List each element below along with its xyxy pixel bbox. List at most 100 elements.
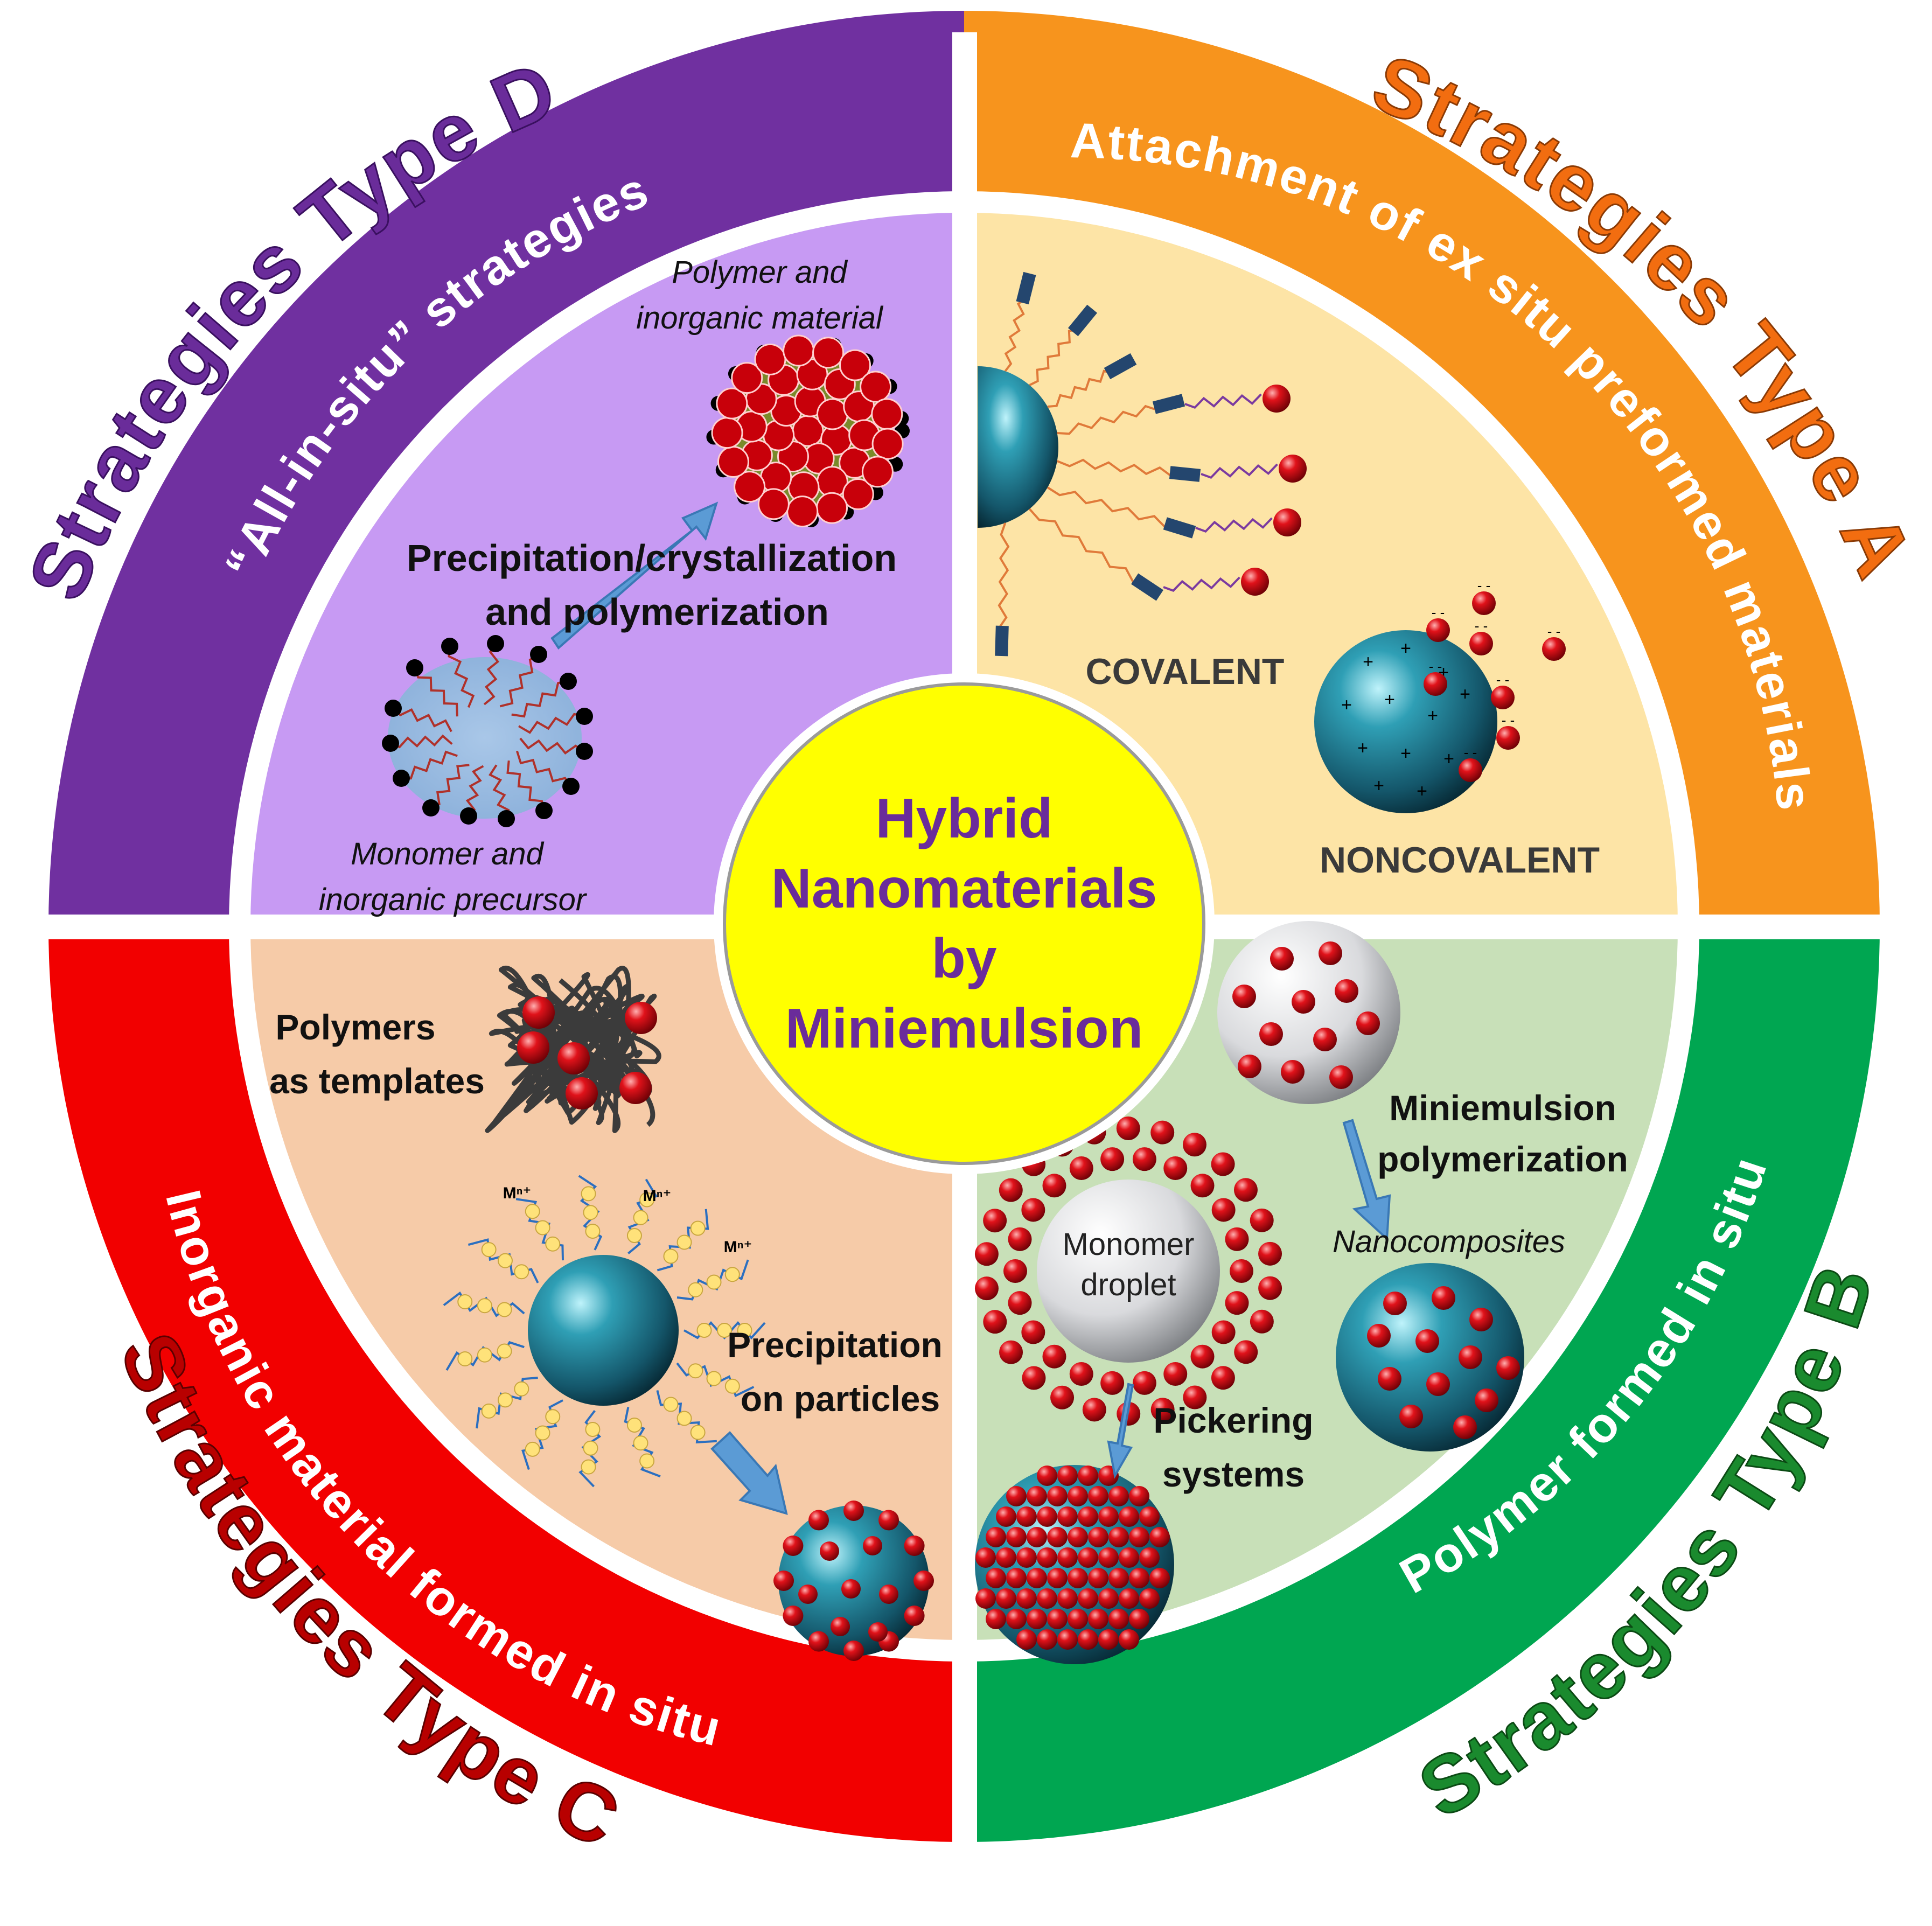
surfactant-head <box>460 807 477 825</box>
sphere <box>1027 1527 1047 1547</box>
svg-text:- -: - - <box>1547 623 1561 639</box>
sphere <box>1057 1588 1078 1609</box>
red-nanoparticle <box>839 349 871 381</box>
sphere <box>1057 1466 1078 1486</box>
red-nanoparticle <box>815 492 848 524</box>
templates-label-1: Polymers <box>275 1007 435 1047</box>
sphere <box>1078 1588 1098 1609</box>
sphere <box>1078 1466 1098 1486</box>
sphere <box>1313 1028 1337 1051</box>
sphere <box>831 1617 850 1636</box>
monomer-droplet-label-2: droplet <box>1080 1267 1176 1302</box>
sphere <box>975 1588 996 1609</box>
sphere <box>1006 1486 1027 1506</box>
sphere <box>1108 1568 1129 1588</box>
sphere <box>879 1585 898 1604</box>
center-circle <box>723 682 1205 1165</box>
sphere <box>1119 1588 1139 1609</box>
sphere <box>1232 985 1256 1008</box>
sphere <box>868 1622 888 1642</box>
polymerization-arrow <box>1342 1119 1391 1241</box>
pickering-particle <box>975 1465 1174 1664</box>
ring-type-b <box>964 926 1880 1842</box>
sphere <box>1273 508 1301 536</box>
red-nanoparticle <box>754 343 786 375</box>
monomer-with-nanoparticles <box>1217 921 1400 1104</box>
sphere <box>1211 1152 1235 1176</box>
positive-charge: + <box>1400 743 1411 764</box>
sphere <box>1016 1588 1037 1609</box>
droplet <box>388 657 582 819</box>
sphere <box>1068 1609 1088 1629</box>
sphere <box>1129 1486 1149 1506</box>
svg-text:- -: - - <box>1477 577 1491 594</box>
monomer-droplet-label-1: Monomer <box>1063 1227 1195 1262</box>
sphere <box>1378 1367 1401 1391</box>
polymer-template-coil <box>485 966 661 1133</box>
sphere <box>986 1527 1006 1547</box>
sphere <box>1088 1527 1108 1547</box>
sphere <box>999 1340 1023 1364</box>
hybrid-particle <box>706 334 910 528</box>
sphere <box>1100 1371 1125 1395</box>
sphere <box>913 1571 934 1591</box>
sphere <box>1088 1609 1108 1629</box>
sphere <box>1238 1055 1261 1078</box>
red-nanoparticle <box>731 362 763 394</box>
surfactant-head <box>560 673 577 690</box>
positive-charge: + <box>1373 776 1384 796</box>
sphere <box>1469 632 1493 655</box>
sphere <box>996 1506 1016 1527</box>
sphere <box>798 1585 818 1604</box>
metal-ion: Mⁿ⁺ <box>503 1184 532 1202</box>
precursor-label-2: inorganic precursor <box>319 882 588 917</box>
sphere <box>808 1510 829 1531</box>
red-nanoparticle <box>816 398 848 430</box>
red-nanoparticle <box>861 456 894 488</box>
surfactant-head <box>406 659 423 676</box>
outer-ring <box>48 11 1880 1842</box>
sphere <box>1183 1385 1207 1409</box>
sphere <box>1139 1547 1160 1568</box>
precursor-droplet <box>382 635 593 827</box>
sphere <box>1037 1588 1057 1609</box>
red-nanoparticle <box>783 334 815 367</box>
sphere <box>841 1579 861 1599</box>
sphere <box>1016 1629 1037 1650</box>
noncovalent-label: NONCOVALENT <box>1320 840 1600 881</box>
sphere <box>878 1510 899 1531</box>
sphere <box>974 1276 999 1301</box>
sphere <box>1383 1292 1407 1315</box>
sphere <box>904 1536 925 1556</box>
sphere <box>1250 1309 1274 1334</box>
sphere <box>783 1606 804 1626</box>
sphere <box>1100 1147 1125 1171</box>
miniemulsion-label-1: Miniemulsion <box>1389 1088 1616 1128</box>
sphere <box>1182 1133 1206 1157</box>
center-line-2: Nanomaterials <box>771 857 1157 920</box>
sphere <box>1292 990 1315 1014</box>
precipitation-arrow <box>710 1431 788 1515</box>
positive-charge: + <box>1460 684 1470 704</box>
positive-charge: + <box>1443 749 1454 769</box>
sphere <box>1068 1527 1088 1547</box>
teal-core <box>978 366 1058 528</box>
positive-charge: + <box>1417 781 1427 801</box>
sphere <box>996 1588 1016 1609</box>
sphere <box>1211 1320 1236 1344</box>
ring-type-d <box>48 11 964 926</box>
sphere <box>1098 1629 1119 1650</box>
red-nanoparticle <box>871 398 903 430</box>
sphere <box>1008 1291 1032 1315</box>
sphere <box>1335 979 1358 1003</box>
sphere <box>1037 1547 1057 1568</box>
sphere <box>1129 1527 1149 1547</box>
sphere <box>1098 1588 1119 1609</box>
sphere <box>1047 1527 1068 1547</box>
sphere <box>1027 1568 1047 1588</box>
svg-text:- -: - - <box>1502 712 1515 728</box>
sphere <box>1233 1178 1258 1202</box>
sphere <box>1149 1568 1170 1588</box>
sphere <box>1270 947 1294 971</box>
pickering-label-2: systems <box>1162 1454 1305 1494</box>
